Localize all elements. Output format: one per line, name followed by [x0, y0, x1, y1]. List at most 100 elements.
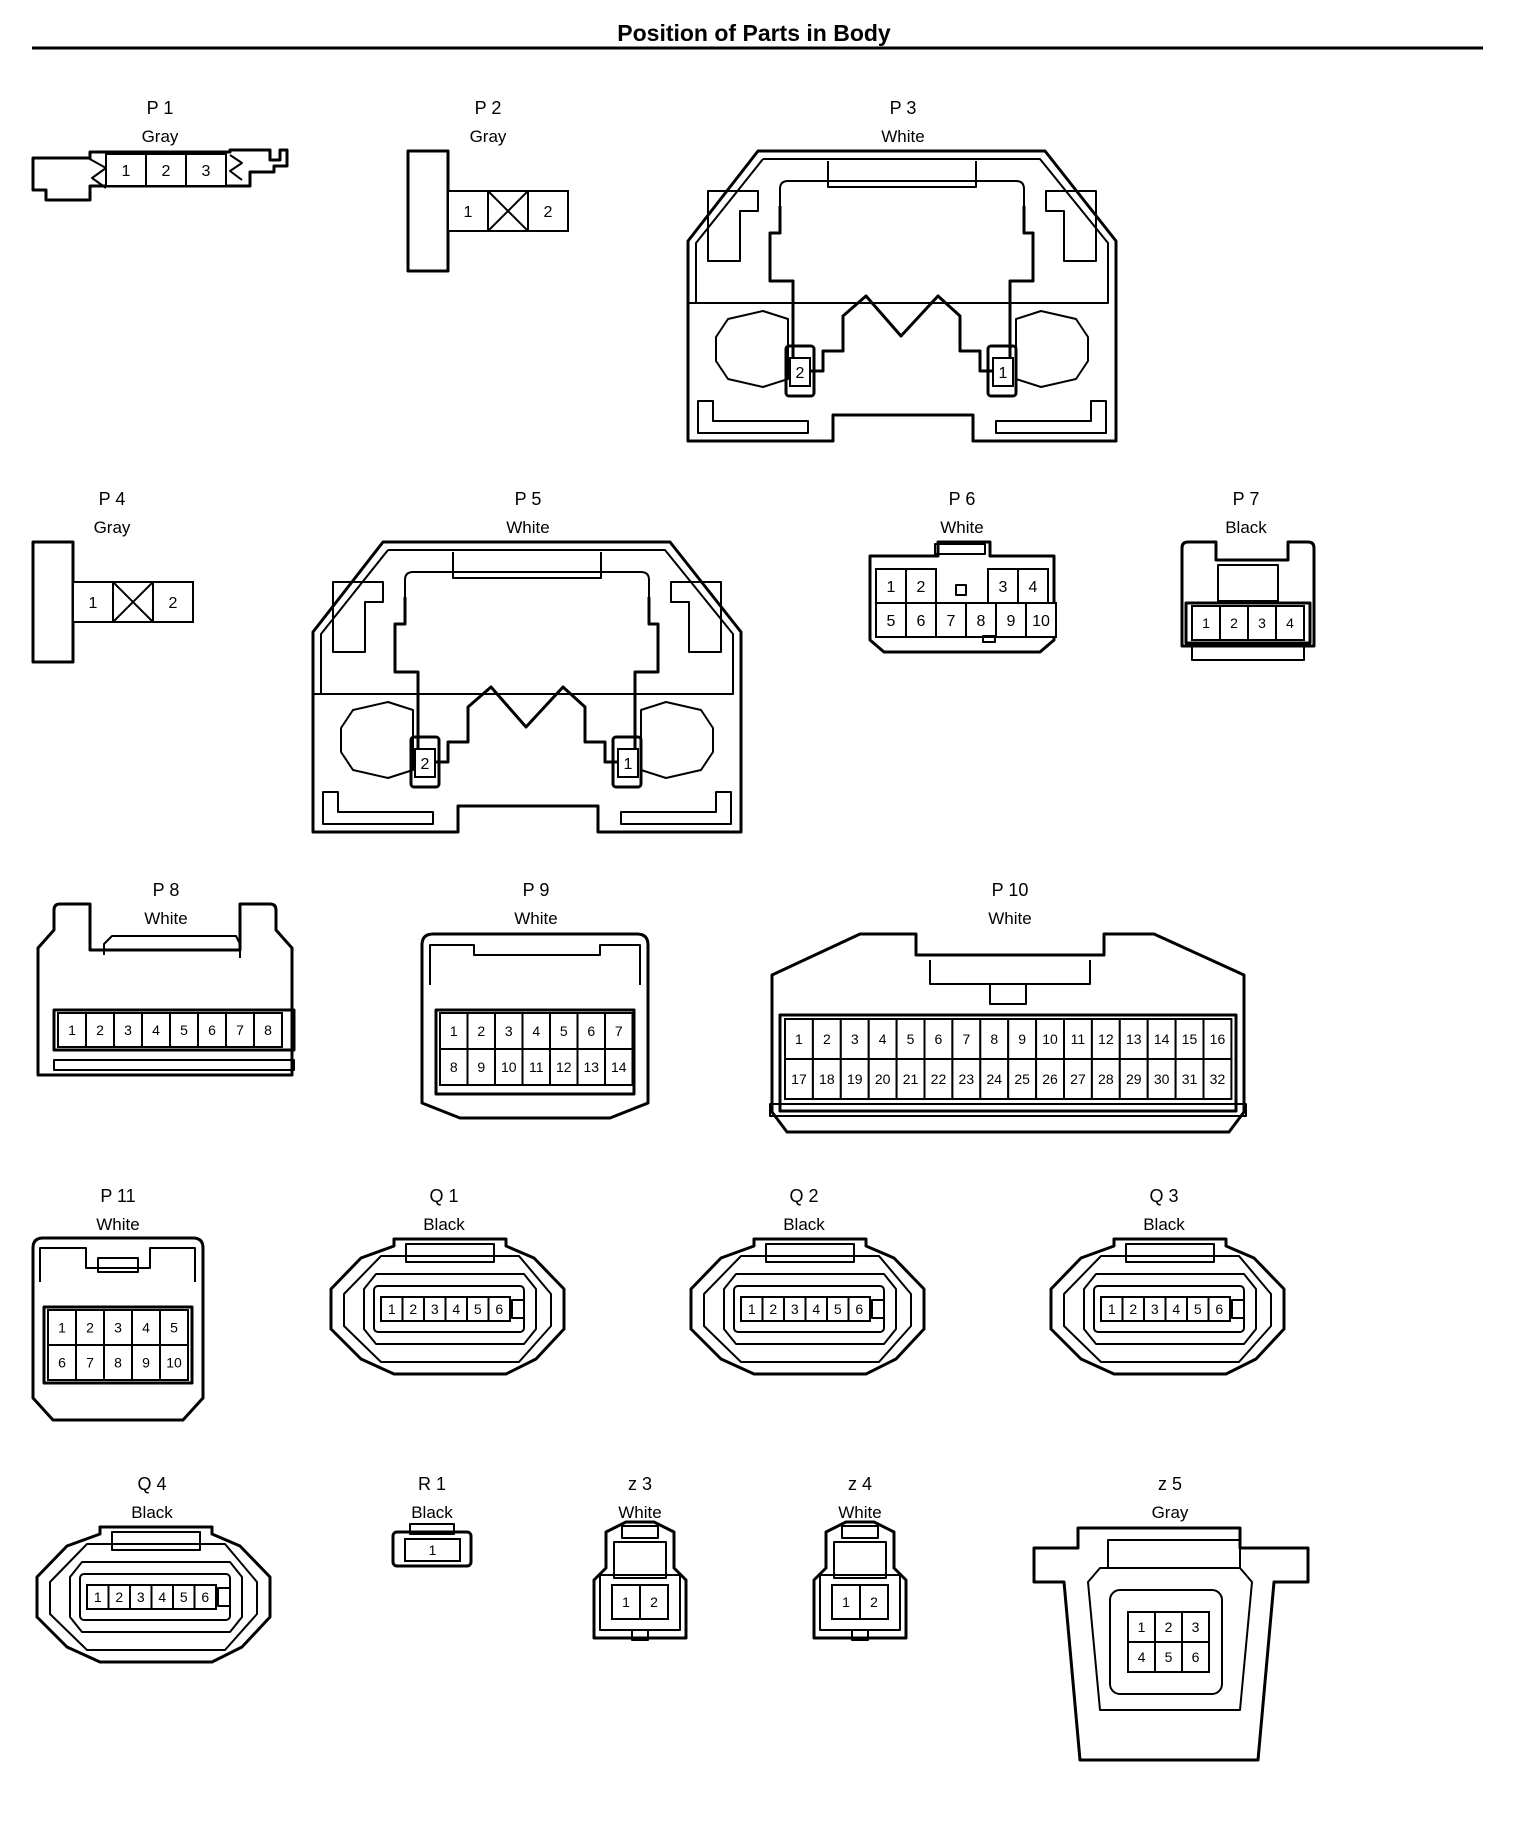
pin-label: 4	[1286, 615, 1294, 631]
latch-spring	[87, 157, 107, 189]
connector-id: Q 1	[429, 1186, 458, 1206]
pin-label: 3	[1258, 615, 1266, 631]
lock-tab	[765, 1243, 855, 1263]
rib	[695, 158, 764, 303]
bottom-rib	[697, 400, 809, 434]
connector-color: Gray	[142, 127, 179, 146]
housing-outline	[1032, 1526, 1310, 1762]
latch-window	[613, 1541, 667, 1579]
pin-cavity	[859, 1584, 889, 1620]
pin-cavity	[604, 1048, 634, 1086]
pin-cavity	[995, 602, 1027, 638]
connector-id: Q 4	[137, 1474, 166, 1494]
pin-label: 13	[583, 1059, 599, 1075]
lock-key	[989, 983, 1027, 1005]
lock-tab	[409, 1523, 455, 1535]
pin-label: 1	[622, 1594, 630, 1610]
pin-frame	[434, 1008, 636, 1096]
bottom-rib	[995, 400, 1107, 434]
pin-cavity	[1127, 1611, 1156, 1643]
pin-label: 2	[96, 1022, 104, 1038]
pin-label: 29	[1126, 1071, 1142, 1087]
pin-label: 6	[58, 1355, 66, 1371]
pin-label: 5	[887, 613, 896, 630]
pin-label: 6	[855, 1301, 863, 1317]
housing-outline	[812, 1520, 908, 1640]
pin-label: 3	[124, 1022, 132, 1038]
connector-id: P 2	[475, 98, 502, 118]
pin-label: 3	[1151, 1301, 1159, 1317]
pin-label: 11	[529, 1059, 544, 1075]
pin-cavity	[1063, 1018, 1093, 1060]
pin-cavity	[1202, 1058, 1233, 1100]
pin-label: 26	[1042, 1071, 1058, 1087]
terminal-frame	[409, 735, 441, 789]
pin-label: 2	[421, 756, 430, 773]
pin-cavity	[1017, 568, 1049, 604]
pin-label: 5	[834, 1301, 842, 1317]
pin-label: 23	[959, 1071, 975, 1087]
lock-bar	[1107, 1539, 1241, 1569]
top-rib	[452, 552, 602, 579]
pin-cavity	[521, 1048, 551, 1086]
pin-cavity	[935, 602, 967, 638]
pin-cavity	[1025, 602, 1057, 638]
key-slot	[631, 1629, 649, 1641]
pin-cavity	[57, 1012, 87, 1048]
pin-label: 2	[115, 1589, 123, 1605]
pin-label: 8	[114, 1355, 122, 1371]
pin-cavity	[253, 1012, 283, 1048]
pin-label: 4	[1138, 1649, 1146, 1665]
connector-id: P 10	[992, 880, 1029, 900]
pin-cavity	[611, 1584, 641, 1620]
connector-color: White	[514, 909, 557, 928]
pin-label: 3	[137, 1589, 145, 1605]
key-slot	[511, 1299, 525, 1319]
pin-label: 2	[1165, 1619, 1173, 1635]
pin-label: 7	[962, 1031, 970, 1047]
pin-label: 1	[1202, 615, 1210, 631]
pin-label: 6	[587, 1023, 595, 1039]
pin-frame	[52, 1008, 296, 1052]
pin-cavity	[987, 568, 1019, 604]
connector-id: z 5	[1158, 1474, 1182, 1494]
pin-label: 1	[748, 1301, 756, 1317]
pin-label: 1	[450, 1023, 458, 1039]
connector-id: P 7	[1233, 489, 1260, 509]
pin-cavity	[905, 568, 937, 604]
pin-label: 1	[429, 1542, 437, 1558]
pin-cavity	[466, 1048, 496, 1086]
pin-cavity	[992, 357, 1014, 387]
pin-label: 6	[495, 1301, 503, 1317]
pin-cavity	[103, 1344, 133, 1381]
pin-label: 7	[615, 1023, 623, 1039]
pin-label: 28	[1098, 1071, 1114, 1087]
lock-tab	[405, 1243, 495, 1263]
lock-tab	[97, 1257, 139, 1273]
connector-color: Black	[131, 1503, 173, 1522]
pin-label: 2	[796, 365, 805, 382]
pin-label: 5	[474, 1301, 482, 1317]
inner-shell	[49, 1543, 258, 1651]
key-slot	[955, 584, 967, 596]
top-rib	[39, 1247, 196, 1282]
connector-color: Black	[411, 1503, 453, 1522]
pin-label: 3	[202, 163, 211, 180]
pin-label: 1	[842, 1594, 850, 1610]
pin-cavity	[1191, 605, 1221, 641]
pin-label: 4	[158, 1589, 166, 1605]
pin-label: 5	[907, 1031, 915, 1047]
housing-outline	[592, 1520, 688, 1640]
pin-label: 1	[795, 1031, 803, 1047]
pin-frame	[42, 1305, 194, 1385]
